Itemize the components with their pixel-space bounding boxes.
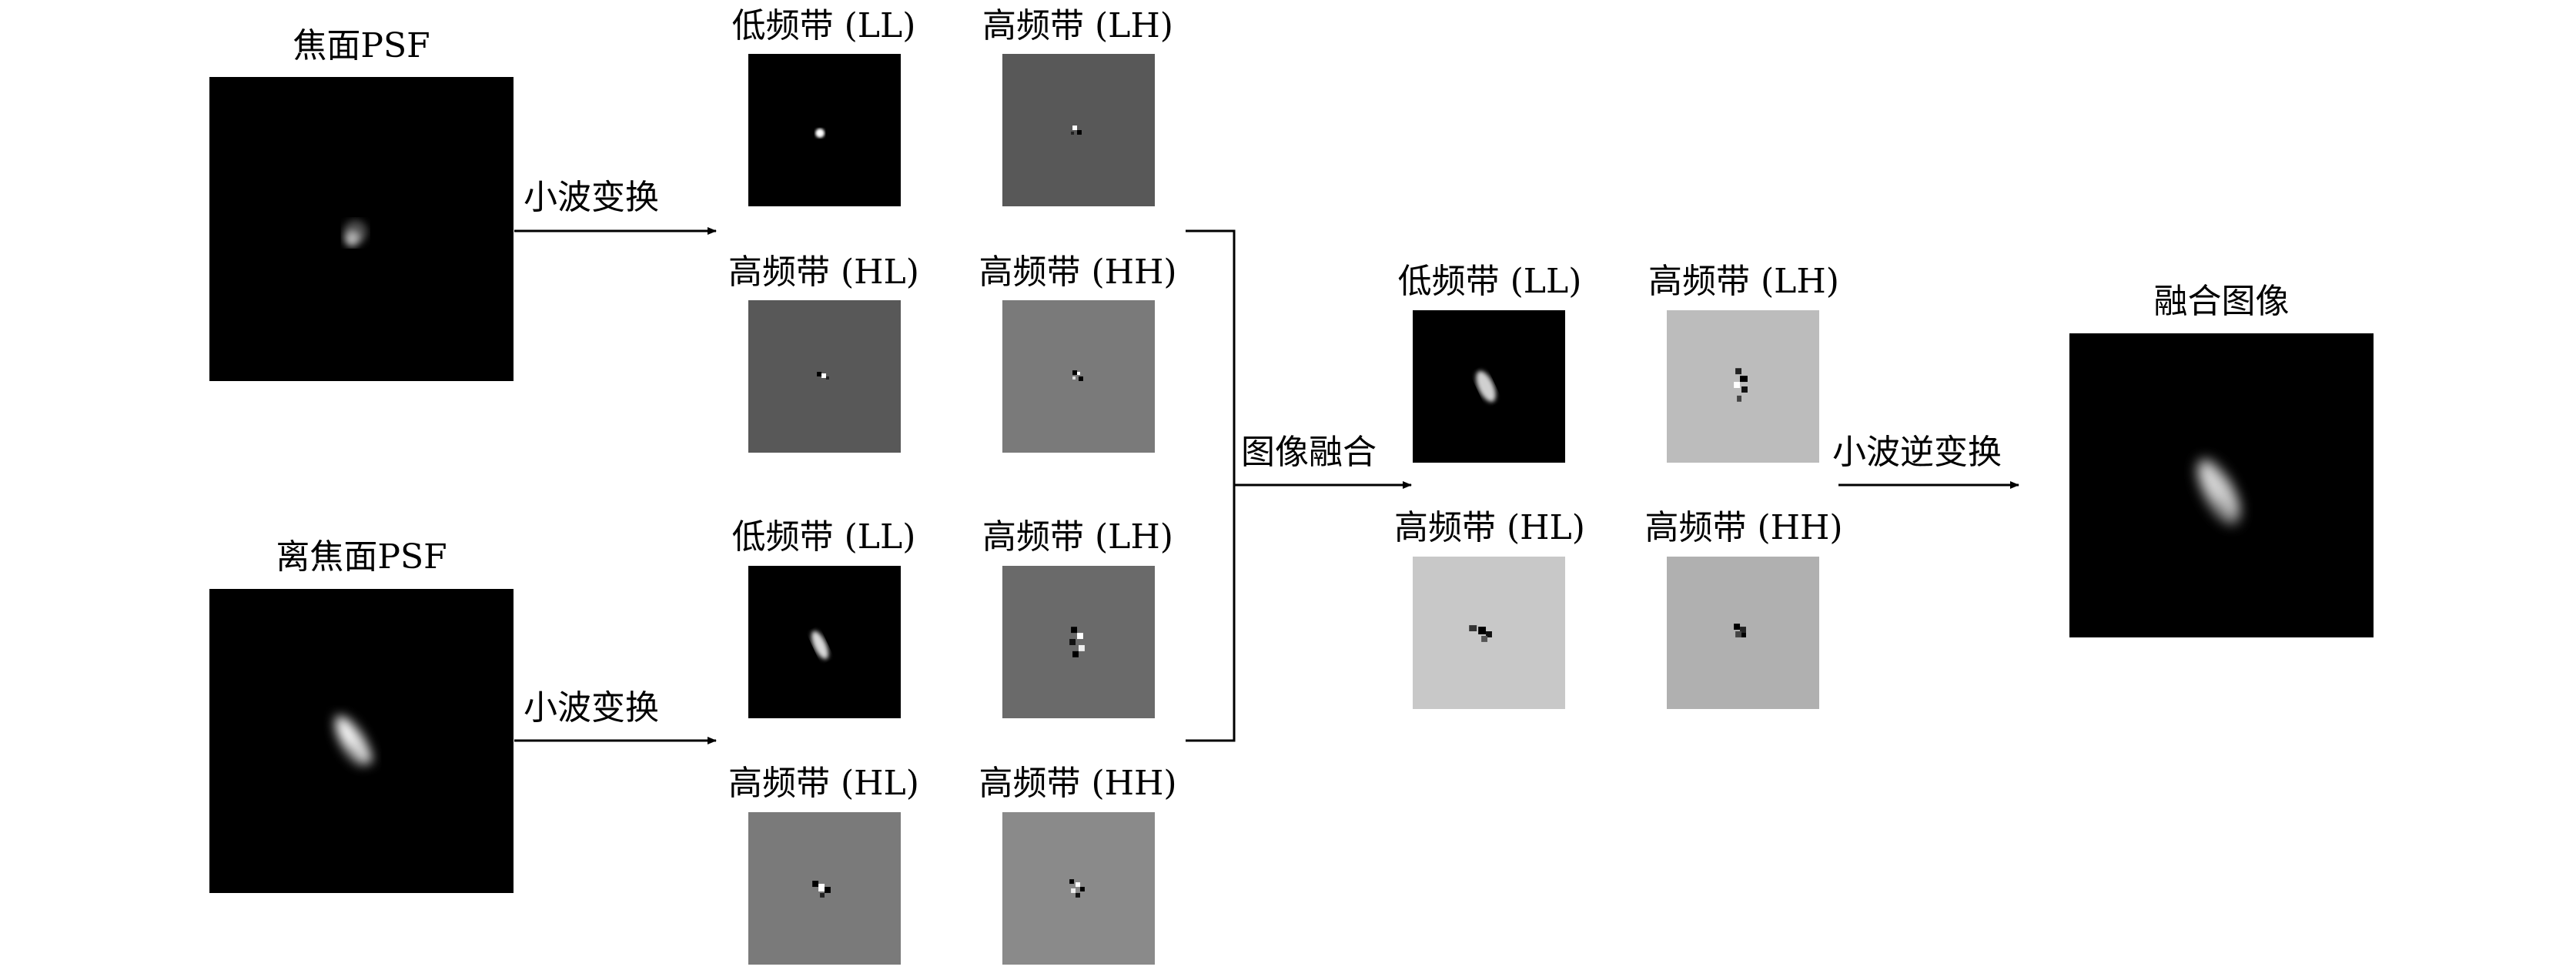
bottom-ll-image	[748, 566, 901, 718]
top-lh-image	[1002, 54, 1155, 206]
bottom-hl-image	[748, 812, 901, 965]
fused-hh-label: 高频带 (HH)	[1644, 508, 1843, 547]
fused-lh-label: 高频带 (LH)	[1648, 262, 1839, 301]
top-ll-image	[748, 54, 901, 206]
image-fusion-label: 图像融合	[1241, 433, 1377, 472]
focal-psf-image	[209, 77, 514, 381]
defocal-psf-label: 离焦面PSF	[276, 537, 447, 577]
fused-hl-label: 高频带 (HL)	[1394, 508, 1585, 547]
fused-ll-label: 低频带 (LL)	[1397, 262, 1582, 301]
bottom-hh-label: 高频带 (HH)	[979, 764, 1177, 803]
bracket-fusion	[1186, 229, 1236, 742]
fused-image-label: 融合图像	[2153, 282, 2290, 321]
bottom-hh-image	[1002, 812, 1155, 965]
bottom-ll-label: 低频带 (LL)	[731, 517, 916, 557]
top-hl-label: 高频带 (HL)	[728, 253, 919, 292]
wavelet-transform-bottom-label: 小波变换	[524, 688, 659, 728]
defocal-psf-image	[209, 589, 514, 893]
wavelet-transform-top-label: 小波变换	[524, 178, 659, 217]
top-hh-image	[1002, 300, 1155, 453]
fused-hh-image	[1667, 557, 1819, 709]
top-lh-label: 高频带 (LH)	[982, 6, 1173, 45]
top-ll-label: 低频带 (LL)	[731, 6, 916, 45]
bottom-lh-label: 高频带 (LH)	[982, 517, 1173, 557]
fused-hl-image	[1413, 557, 1565, 709]
focal-psf-label: 焦面PSF	[293, 26, 430, 65]
inverse-wavelet-label: 小波逆变换	[1832, 433, 2002, 472]
fused-ll-image	[1413, 310, 1565, 463]
bottom-lh-image	[1002, 566, 1155, 718]
top-hh-label: 高频带 (HH)	[979, 253, 1177, 292]
top-hl-image	[748, 300, 901, 453]
fused-image	[2069, 333, 2374, 637]
fused-lh-image	[1667, 310, 1819, 463]
bottom-hl-label: 高频带 (HL)	[728, 764, 919, 803]
